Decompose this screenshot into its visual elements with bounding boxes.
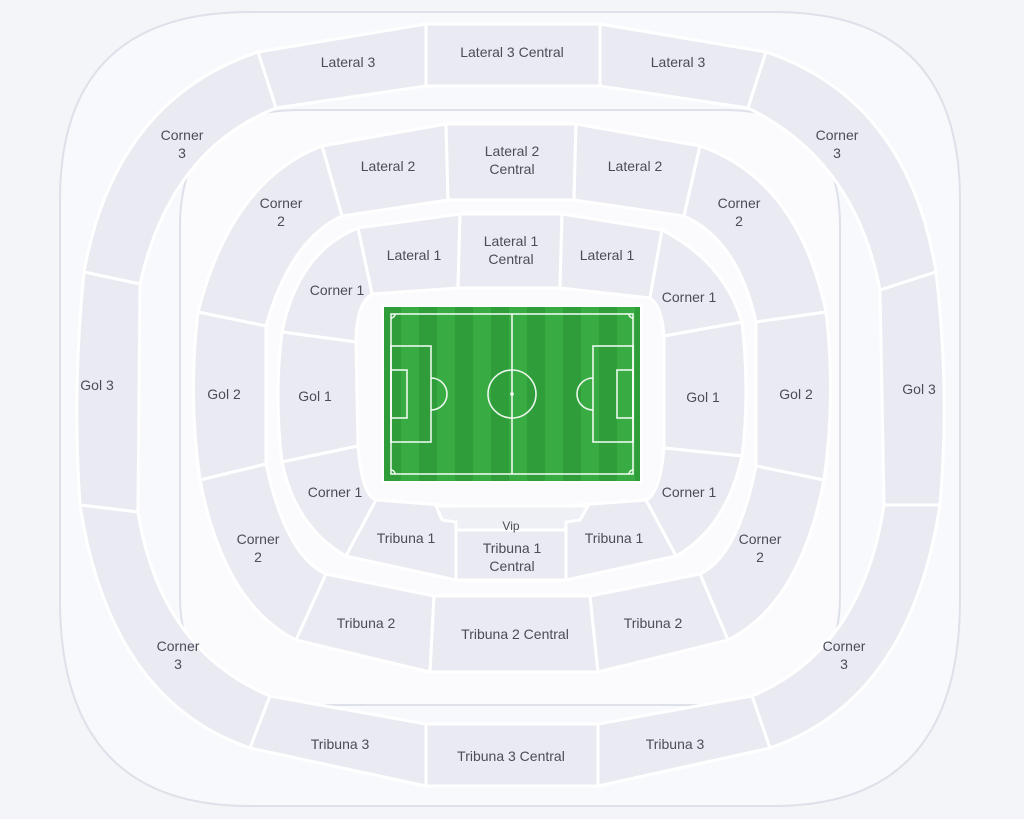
section-lateral-1-left[interactable] (356, 212, 462, 296)
section-gol-3-right[interactable] (878, 270, 946, 507)
section-gol-3-left[interactable] (75, 270, 142, 514)
section-gol-2-left[interactable] (191, 310, 268, 482)
section-vip[interactable] (433, 504, 591, 532)
section-tribuna-3-central[interactable] (424, 722, 600, 788)
tier-1 (276, 212, 748, 582)
section-lateral-1-right[interactable] (558, 212, 664, 300)
section-tribuna-3-right[interactable] (596, 694, 772, 788)
section-tribuna-1-right[interactable] (564, 498, 679, 582)
soccer-field (382, 305, 642, 483)
section-lateral-1-central[interactable] (456, 212, 564, 290)
tier-3 (75, 22, 946, 788)
section-gol-1-left[interactable] (276, 330, 360, 464)
section-lateral-3-central[interactable] (424, 22, 602, 88)
section-gol-2-right[interactable] (754, 310, 833, 482)
section-tribuna-2-right[interactable] (588, 572, 731, 674)
section-lateral-2-central[interactable] (444, 122, 578, 202)
section-tribuna-2-central[interactable] (428, 594, 600, 674)
section-tribuna-1-central[interactable] (454, 528, 568, 582)
tier-2 (191, 122, 833, 674)
section-gol-1-right[interactable] (662, 320, 748, 458)
